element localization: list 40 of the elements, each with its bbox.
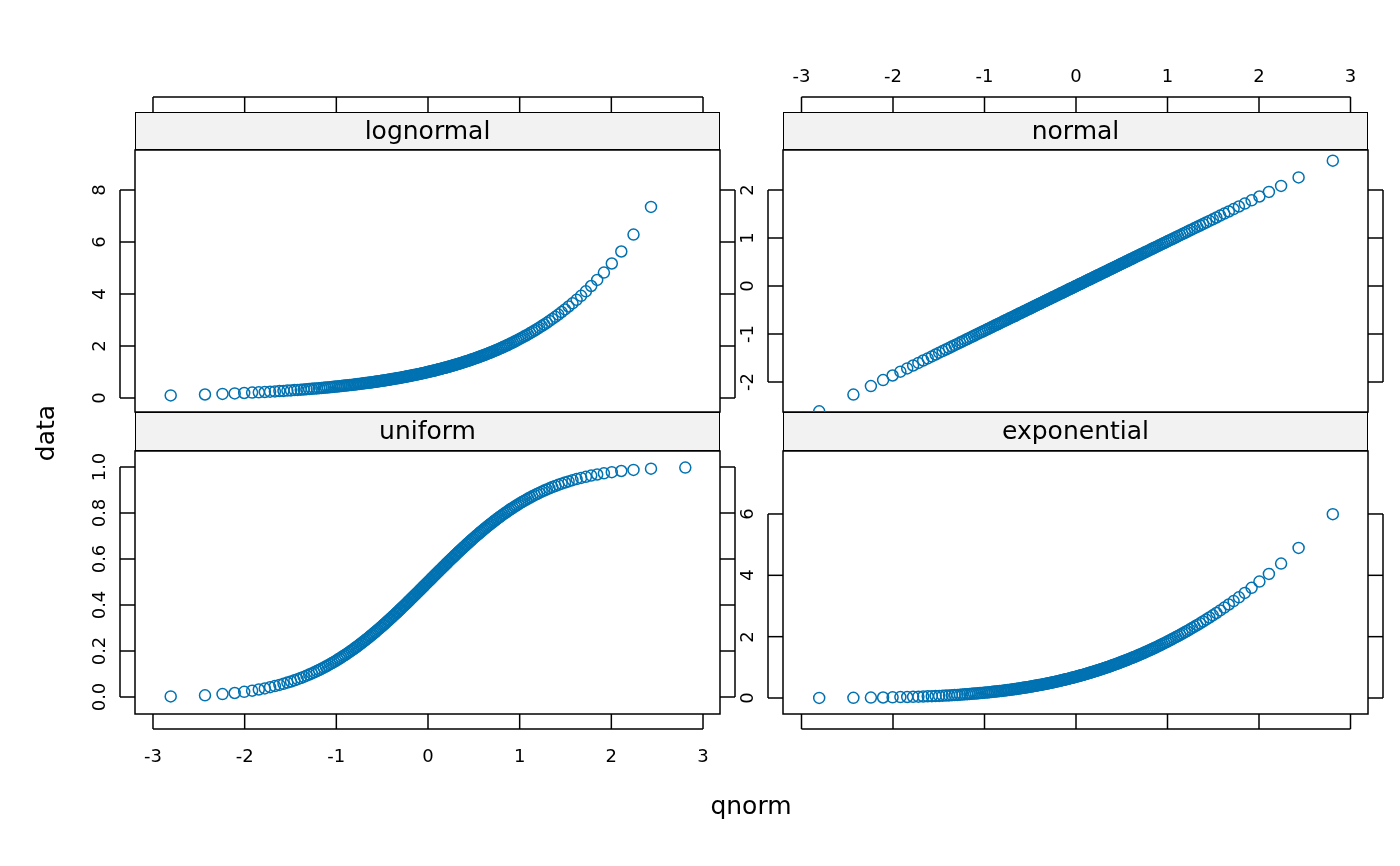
axis-title: data bbox=[30, 404, 60, 462]
tick-label: -2 bbox=[235, 744, 254, 766]
tick-label: -3 bbox=[144, 744, 162, 766]
tick-label: 2 bbox=[605, 744, 618, 766]
tick-label: 6 bbox=[735, 508, 757, 520]
tick-label: 2 bbox=[87, 340, 109, 352]
tick-label: 2 bbox=[735, 630, 757, 643]
tick-label: 0.4 bbox=[87, 590, 109, 620]
tick-label: 0 bbox=[735, 692, 757, 704]
tick-label: 1 bbox=[1161, 64, 1174, 86]
tick-label: 1 bbox=[735, 232, 757, 244]
tick-label: 0.2 bbox=[87, 636, 109, 666]
tick-label: -2 bbox=[884, 64, 902, 86]
tick-label: 3 bbox=[1344, 64, 1357, 86]
tick-label: 0 bbox=[87, 392, 109, 404]
tick-label: 8 bbox=[87, 184, 109, 196]
tick-label: -1 bbox=[327, 744, 346, 766]
tick-label: 4 bbox=[735, 569, 757, 582]
tick-label: -2 bbox=[735, 373, 757, 391]
tick-label: 6 bbox=[87, 236, 109, 248]
panel-strip: exponential bbox=[783, 412, 1368, 451]
tick-label: 2 bbox=[1253, 64, 1265, 86]
tick-label: -1 bbox=[735, 325, 757, 343]
tick-label: -3 bbox=[792, 64, 811, 86]
tick-label: 2 bbox=[735, 184, 757, 196]
tick-label: 0 bbox=[1070, 64, 1082, 86]
panel-strip: normal bbox=[783, 112, 1368, 150]
panel-strip: uniform bbox=[135, 412, 720, 451]
panel-strip: lognormal bbox=[135, 112, 720, 150]
tick-label: 0 bbox=[735, 280, 757, 292]
tick-label: 4 bbox=[87, 288, 109, 300]
tick-label: 1.0 bbox=[87, 452, 109, 482]
tick-label: 0.0 bbox=[87, 682, 109, 712]
tick-label: -1 bbox=[975, 64, 994, 86]
tick-label: 3 bbox=[697, 744, 709, 766]
tick-label: 0.6 bbox=[87, 544, 109, 574]
tick-label: 0.8 bbox=[87, 498, 109, 528]
tick-label: 0 bbox=[422, 744, 434, 766]
tick-label: 1 bbox=[513, 744, 526, 766]
axis-title: qnorm bbox=[710, 790, 792, 820]
